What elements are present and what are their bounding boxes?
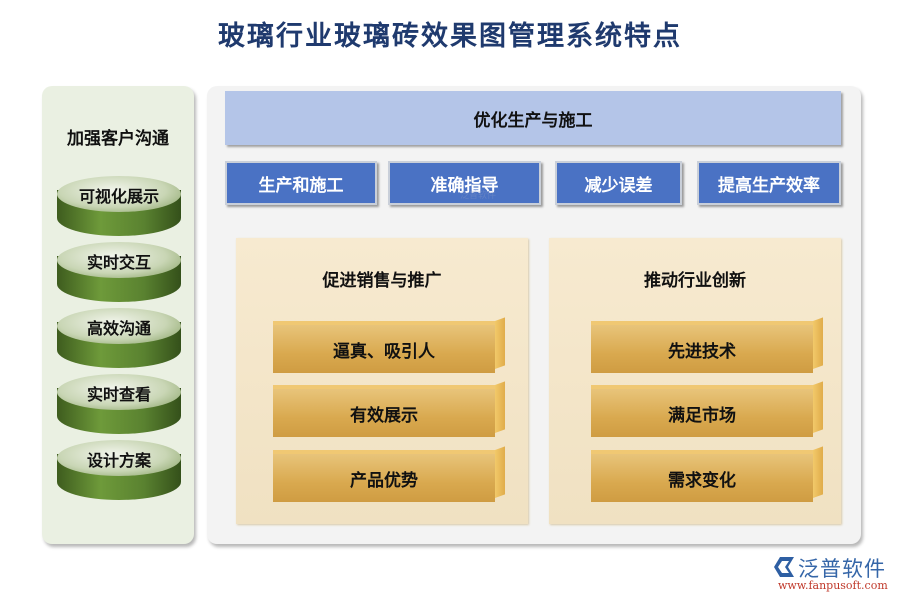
card-sales-promotion: 促进销售与推广 逼真、吸引人 有效展示 产品优势	[236, 238, 528, 524]
bar-item: 需求变化	[591, 446, 823, 502]
bar-label: 需求变化	[668, 471, 736, 491]
brand-name: 泛普软件	[798, 557, 886, 581]
disc-label: 可视化展示	[78, 187, 159, 206]
bar-label: 产品优势	[350, 471, 418, 491]
disc-item: 设计方案	[57, 440, 181, 502]
page-title: 玻璃行业玻璃砖效果图管理系统特点	[218, 21, 682, 52]
brand-logo: 泛普软件 www.fanpusoft.com	[772, 553, 897, 598]
bar-item: 满足市场	[591, 381, 823, 437]
brand-url: www.fanpusoft.com	[778, 579, 888, 592]
bar-label: 逼真、吸引人	[333, 342, 435, 362]
watermark: 泛普软件	[460, 191, 497, 201]
disc-item: 实时查看	[57, 374, 181, 436]
disc-label: 实时查看	[86, 385, 151, 404]
bar-label: 先进技术	[668, 342, 736, 362]
brand-mark-icon	[774, 557, 794, 577]
bar-item: 逼真、吸引人	[273, 317, 505, 373]
disc-item: 实时交互	[57, 242, 181, 304]
disc-label: 高效沟通	[86, 319, 151, 338]
bar-label: 满足市场	[668, 406, 736, 426]
disc-item: 可视化展示	[57, 176, 181, 238]
bar-item: 先进技术	[591, 317, 823, 373]
chip-reduce-error: 减少误差	[555, 161, 682, 205]
left-panel-customer-communication: 加强客户沟通 可视化展示 实时交互 高效沟通 实时查看 设计方案	[42, 86, 194, 544]
disc-item: 高效沟通	[57, 308, 181, 370]
chip-guidance: 准确指导	[388, 161, 541, 205]
disc-label: 实时交互	[86, 253, 151, 272]
chip-efficiency: 提高生产效率	[697, 161, 841, 205]
card-industry-innovation: 推动行业创新 先进技术 满足市场 需求变化	[549, 238, 841, 524]
disc-label: 设计方案	[86, 451, 151, 470]
bar-item: 有效展示	[273, 381, 505, 437]
bar-label: 有效展示	[350, 406, 418, 426]
card-heading: 推动行业创新	[644, 271, 746, 291]
left-panel-heading: 加强客户沟通	[67, 129, 169, 149]
bar-item: 产品优势	[273, 446, 505, 502]
card-heading: 促进销售与推广	[322, 271, 442, 291]
chip-production: 生产和施工	[225, 161, 377, 205]
banner-optimize-production: 优化生产与施工	[225, 91, 841, 145]
